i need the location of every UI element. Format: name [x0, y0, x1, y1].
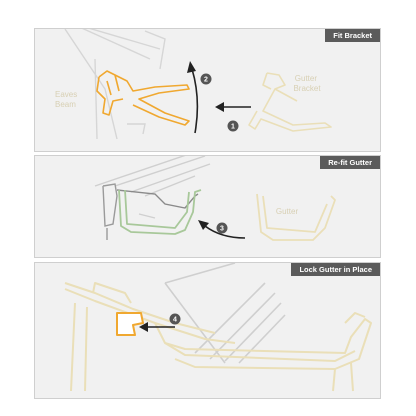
fit-bracket-illustration: Eaves Beam Gutter Bracket 1 — [55, 29, 332, 140]
arrow-step-4 — [139, 322, 175, 332]
step-3-marker: 3 — [216, 222, 228, 234]
roof-structure — [64, 29, 166, 140]
eaves-beam-label: Eaves Beam — [55, 90, 79, 109]
roof-structure — [94, 156, 211, 219]
panel-title: Fit Bracket — [325, 29, 380, 42]
panel-lock-gutter: Lock Gutter in Place — [34, 262, 381, 399]
fitted-bracket — [96, 70, 190, 126]
svg-text:4: 4 — [173, 317, 177, 324]
bracket-faded — [64, 282, 372, 392]
refit-gutter-illustration: Gutter 3 — [94, 156, 336, 241]
svg-text:1: 1 — [231, 124, 235, 131]
step-2-marker: 2 — [200, 73, 212, 85]
bracket — [116, 189, 199, 209]
step-4-marker: 4 — [169, 313, 181, 325]
locking-clip — [116, 312, 144, 336]
arrow-step-3 — [198, 220, 246, 239]
fascia — [102, 183, 118, 240]
gutter-bracket-faded — [248, 72, 332, 132]
gutter-bracket-label: Gutter Bracket — [293, 74, 321, 93]
svg-text:2: 2 — [204, 77, 208, 84]
arrow-step-1 — [215, 102, 251, 112]
panel-title: Lock Gutter in Place — [291, 263, 380, 276]
lock-gutter-illustration: 4 — [64, 263, 372, 392]
fitted-gutter — [118, 189, 202, 235]
svg-text:3: 3 — [220, 226, 224, 233]
panel-title: Re-fit Gutter — [320, 156, 380, 169]
arrow-step-2 — [187, 61, 199, 134]
panel-refit-gutter: Re-fit Gutter Gutter — [34, 155, 381, 258]
gutter-label: Gutter — [276, 207, 299, 216]
step-1-marker: 1 — [227, 120, 239, 132]
panel-fit-bracket: Fit Bracket Eaves Beam — [34, 28, 381, 152]
gutter-faded — [256, 193, 336, 241]
